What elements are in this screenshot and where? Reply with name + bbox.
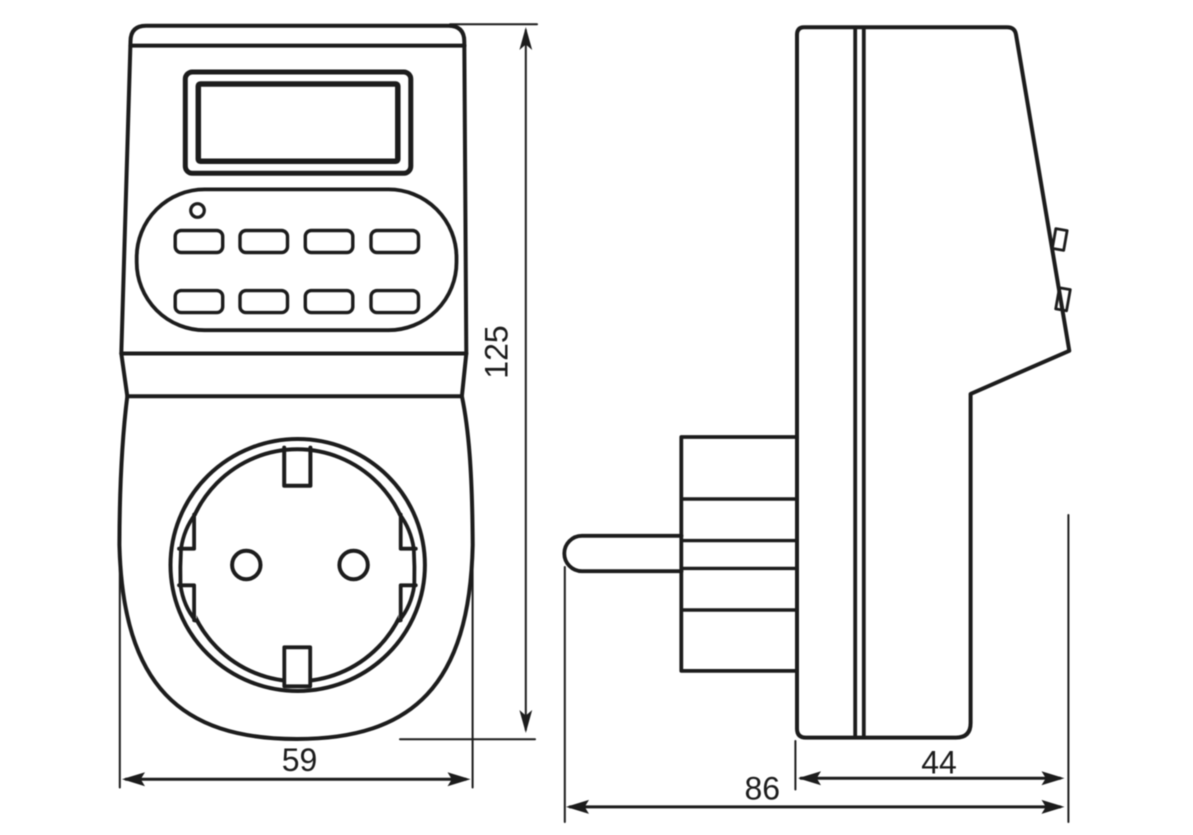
- svg-text:125: 125: [479, 325, 515, 378]
- svg-text:86: 86: [745, 771, 781, 807]
- svg-text:59: 59: [282, 742, 318, 778]
- svg-text:44: 44: [921, 745, 957, 781]
